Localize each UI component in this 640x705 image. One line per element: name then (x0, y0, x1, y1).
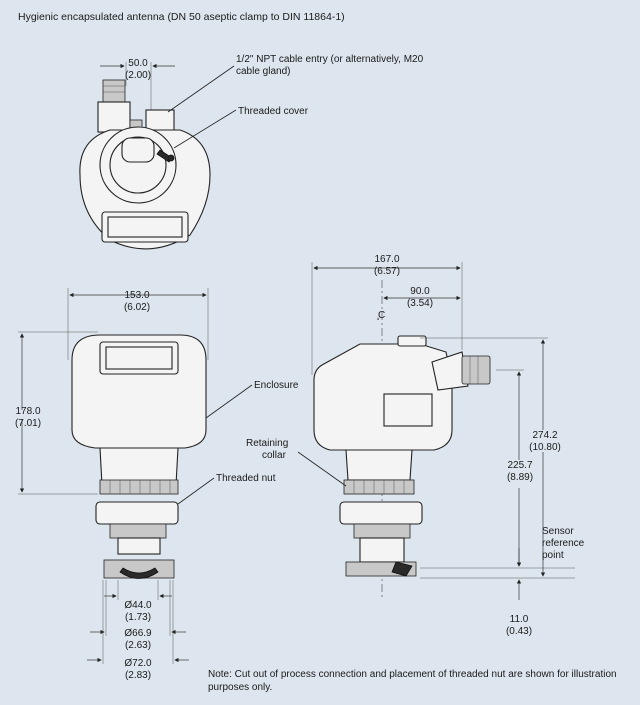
dim-side-width: 167.0 (374, 254, 399, 265)
dim-dia-72-in: (2.83) (125, 670, 151, 681)
centerline-mark: ̧C (377, 310, 385, 321)
label-enclosure: Enclosure (254, 380, 299, 391)
dim-dia-66-in: (2.63) (125, 640, 151, 651)
label-threaded-cover: Threaded cover (238, 106, 309, 117)
dim-bottom-in: (0.43) (506, 626, 532, 637)
label-retaining-collar-2: collar (262, 450, 287, 461)
figure-title: Hygienic encapsulated antenna (DN 50 ase… (18, 11, 345, 23)
dim-ref-height: 225.7 (507, 460, 532, 471)
dim-bottom: 11.0 (510, 614, 529, 625)
side-view: 167.0 (6.57) 90.0 (3.54) ̧C Re (246, 254, 585, 637)
dim-ref-height-in: (8.89) (507, 472, 533, 483)
dim-dia-72: Ø72.0 (124, 658, 152, 669)
dim-side-offset: 90.0 (410, 286, 430, 297)
note-line-1: Note: Cut out of process connection and … (208, 669, 617, 680)
dim-total-height-in: (10.80) (529, 442, 561, 453)
label-retaining-collar: Retaining (246, 438, 288, 449)
dim-dia-44: Ø44.0 (124, 600, 152, 611)
dim-front-width-in: (6.02) (124, 302, 150, 313)
label-cable-entry: 1/2" NPT cable entry (or alternatively, … (236, 54, 424, 65)
dim-front-width: 153.0 (124, 290, 149, 301)
label-cable-entry-2: cable gland) (236, 66, 290, 77)
dim-dia-66: Ø66.9 (124, 628, 152, 639)
label-threaded-nut: Threaded nut (216, 473, 276, 484)
dim-front-height-in: (7.01) (15, 418, 41, 429)
dim-total-height: 274.2 (532, 430, 557, 441)
dim-side-width-in: (6.57) (374, 266, 400, 277)
label-sensor-ref: Sensor (542, 526, 574, 537)
dim-top-width-in: (2.00) (125, 70, 151, 81)
dim-dia-44-in: (1.73) (125, 612, 151, 623)
label-sensor-ref-2: reference (542, 538, 585, 549)
label-sensor-ref-3: point (542, 550, 564, 561)
dim-top-width: 50.0 (128, 58, 148, 69)
dim-front-height: 178.0 (15, 406, 40, 417)
note-line-2: purposes only. (208, 682, 272, 693)
front-view: 153.0 (6.02) 178.0 (7.01) Enclosure Thre… (15, 288, 299, 681)
dim-side-offset-in: (3.54) (407, 298, 433, 309)
top-view: 50.0 (2.00) 1/2" NPT cable entry (or alt… (79, 54, 424, 250)
